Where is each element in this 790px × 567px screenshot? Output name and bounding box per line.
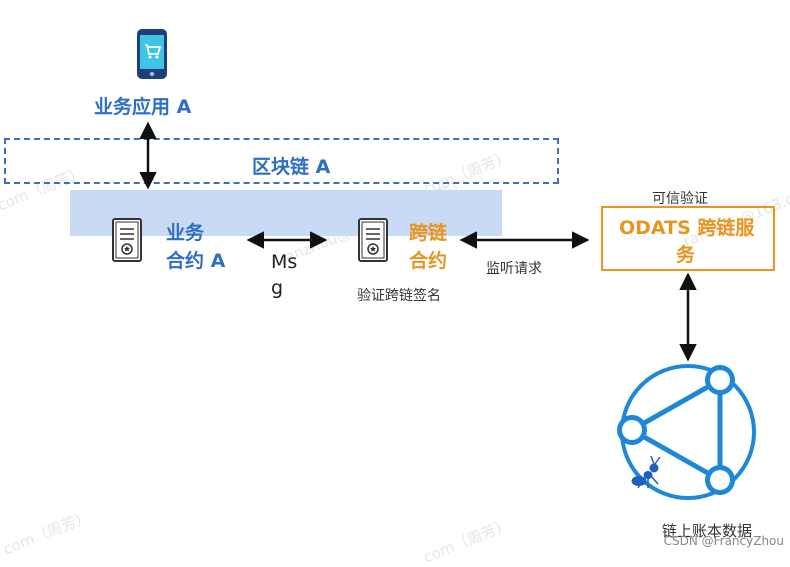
business-contract-label-line2: 合约 A	[166, 250, 226, 272]
network-icon	[617, 364, 756, 500]
blockchain-label: 区块链 A	[252, 156, 331, 178]
business-app-label: 业务应用 A	[94, 96, 192, 118]
verify-signature-caption: 验证跨链签名	[357, 288, 441, 304]
contract-icon	[112, 218, 142, 262]
listen-request-label: 监听请求	[486, 261, 542, 277]
trusted-verification-caption: 可信验证	[652, 191, 708, 207]
odats-service-box	[601, 206, 775, 271]
phone-icon	[137, 29, 167, 79]
connector-layer	[139, 121, 697, 362]
msg-label-line2: g	[271, 277, 284, 299]
blockchain-box	[4, 138, 559, 184]
odats-service-label-line2: 务	[676, 244, 696, 266]
cross-chain-contract-label-line1: 跨链	[409, 222, 448, 244]
business-contract-label-line1: 业务	[166, 222, 205, 244]
ant-icon	[631, 455, 661, 489]
onchain-ledger-data-label: 链上账本数据	[662, 522, 753, 540]
cross-chain-contract-label-line2: 合约	[409, 250, 448, 272]
source-credit: CSDN @FrancyZhou	[663, 534, 784, 548]
msg-label-line1: Ms	[271, 251, 298, 273]
contract-icon	[358, 218, 388, 262]
odats-service-label-line1: ODATS 跨链服	[619, 217, 755, 239]
